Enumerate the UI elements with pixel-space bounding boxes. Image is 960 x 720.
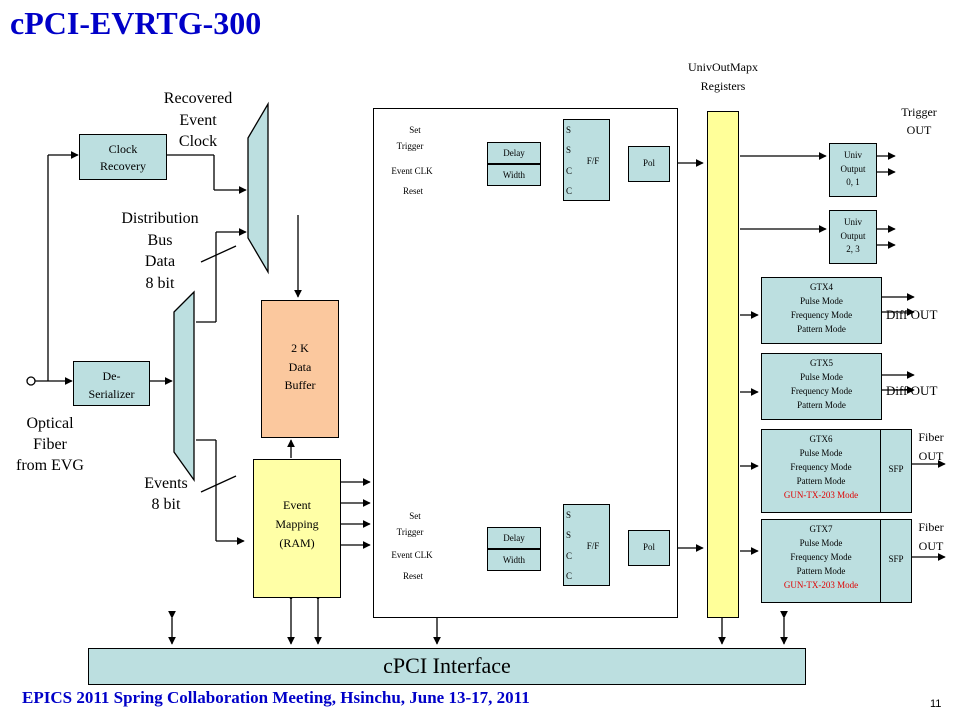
diff-out-label: Diff OUT (886, 383, 938, 398)
polarity-block: Pol (628, 530, 670, 566)
gtx5-block: GTX5 Pulse Mode Frequency Mode Pattern M… (761, 353, 882, 420)
data-buffer-block: 2 K Data Buffer (261, 300, 339, 438)
cpci-interface-block: cPCI Interface (88, 648, 806, 685)
fiber-out-label: Fiber OUT (918, 520, 944, 554)
deserializer-demux-shape (173, 290, 195, 483)
event-clk-label: Event CLK (391, 166, 433, 176)
flip-flop-block: S S C C F/F (563, 504, 610, 586)
width-block: Width (487, 164, 541, 186)
set-label: Set (409, 125, 421, 135)
event-mapping-block: Event Mapping (RAM) (253, 459, 341, 598)
fiber-out-label: Fiber OUT (918, 430, 944, 464)
trigger-label: Trigger (396, 141, 424, 151)
set-label: Set (409, 511, 421, 521)
event-clk-label: Event CLK (391, 550, 433, 560)
sfp-block: SFP (880, 429, 912, 513)
univ-out-mapx-bar (707, 111, 739, 618)
clock-mux-shape (247, 101, 269, 275)
width-block: Width (487, 549, 541, 571)
delay-block: Delay (487, 142, 541, 164)
page-number: 11 (930, 698, 942, 710)
distribution-bus-label: Distribution Bus Data 8 bit (121, 210, 199, 292)
reset-label: Reset (403, 571, 423, 581)
univ-out-mapx-label: UnivOutMapx Registers (688, 60, 758, 93)
deserializer-block: De- Serializer (73, 361, 150, 406)
clock-recovery-block: Clock Recovery (79, 134, 167, 180)
page-title: cPCI-EVRTG-300 (10, 5, 262, 41)
recovered-event-clock-label: Recovered Event Clock (163, 90, 233, 151)
univ-output-2-3: Univ Output 2, 3 (829, 210, 877, 264)
gtx6-block: GTX6 Pulse Mode Frequency Mode Pattern M… (761, 429, 881, 513)
trigger-label: Trigger (396, 527, 424, 537)
diff-out-label: Diff OUT (886, 307, 938, 322)
gtx4-block: GTX4 Pulse Mode Frequency Mode Pattern M… (761, 277, 882, 344)
gtx7-block: GTX7 Pulse Mode Frequency Mode Pattern M… (761, 519, 881, 603)
reset-label: Reset (403, 186, 423, 196)
delay-block: Delay (487, 527, 541, 549)
optical-fiber-label: Optical Fiber from EVG (16, 415, 84, 474)
sfp-block: SFP (880, 519, 912, 603)
optical-input-port (26, 376, 36, 386)
events-label: Events 8 bit (144, 475, 188, 513)
polarity-block: Pol (628, 146, 670, 182)
trigger-out-label: Trigger OUT (901, 105, 937, 137)
flip-flop-block: S S C C F/F (563, 119, 610, 201)
univ-output-0-1: Univ Output 0, 1 (829, 143, 877, 197)
footer-text: EPICS 2011 Spring Collaboration Meeting,… (22, 688, 530, 707)
